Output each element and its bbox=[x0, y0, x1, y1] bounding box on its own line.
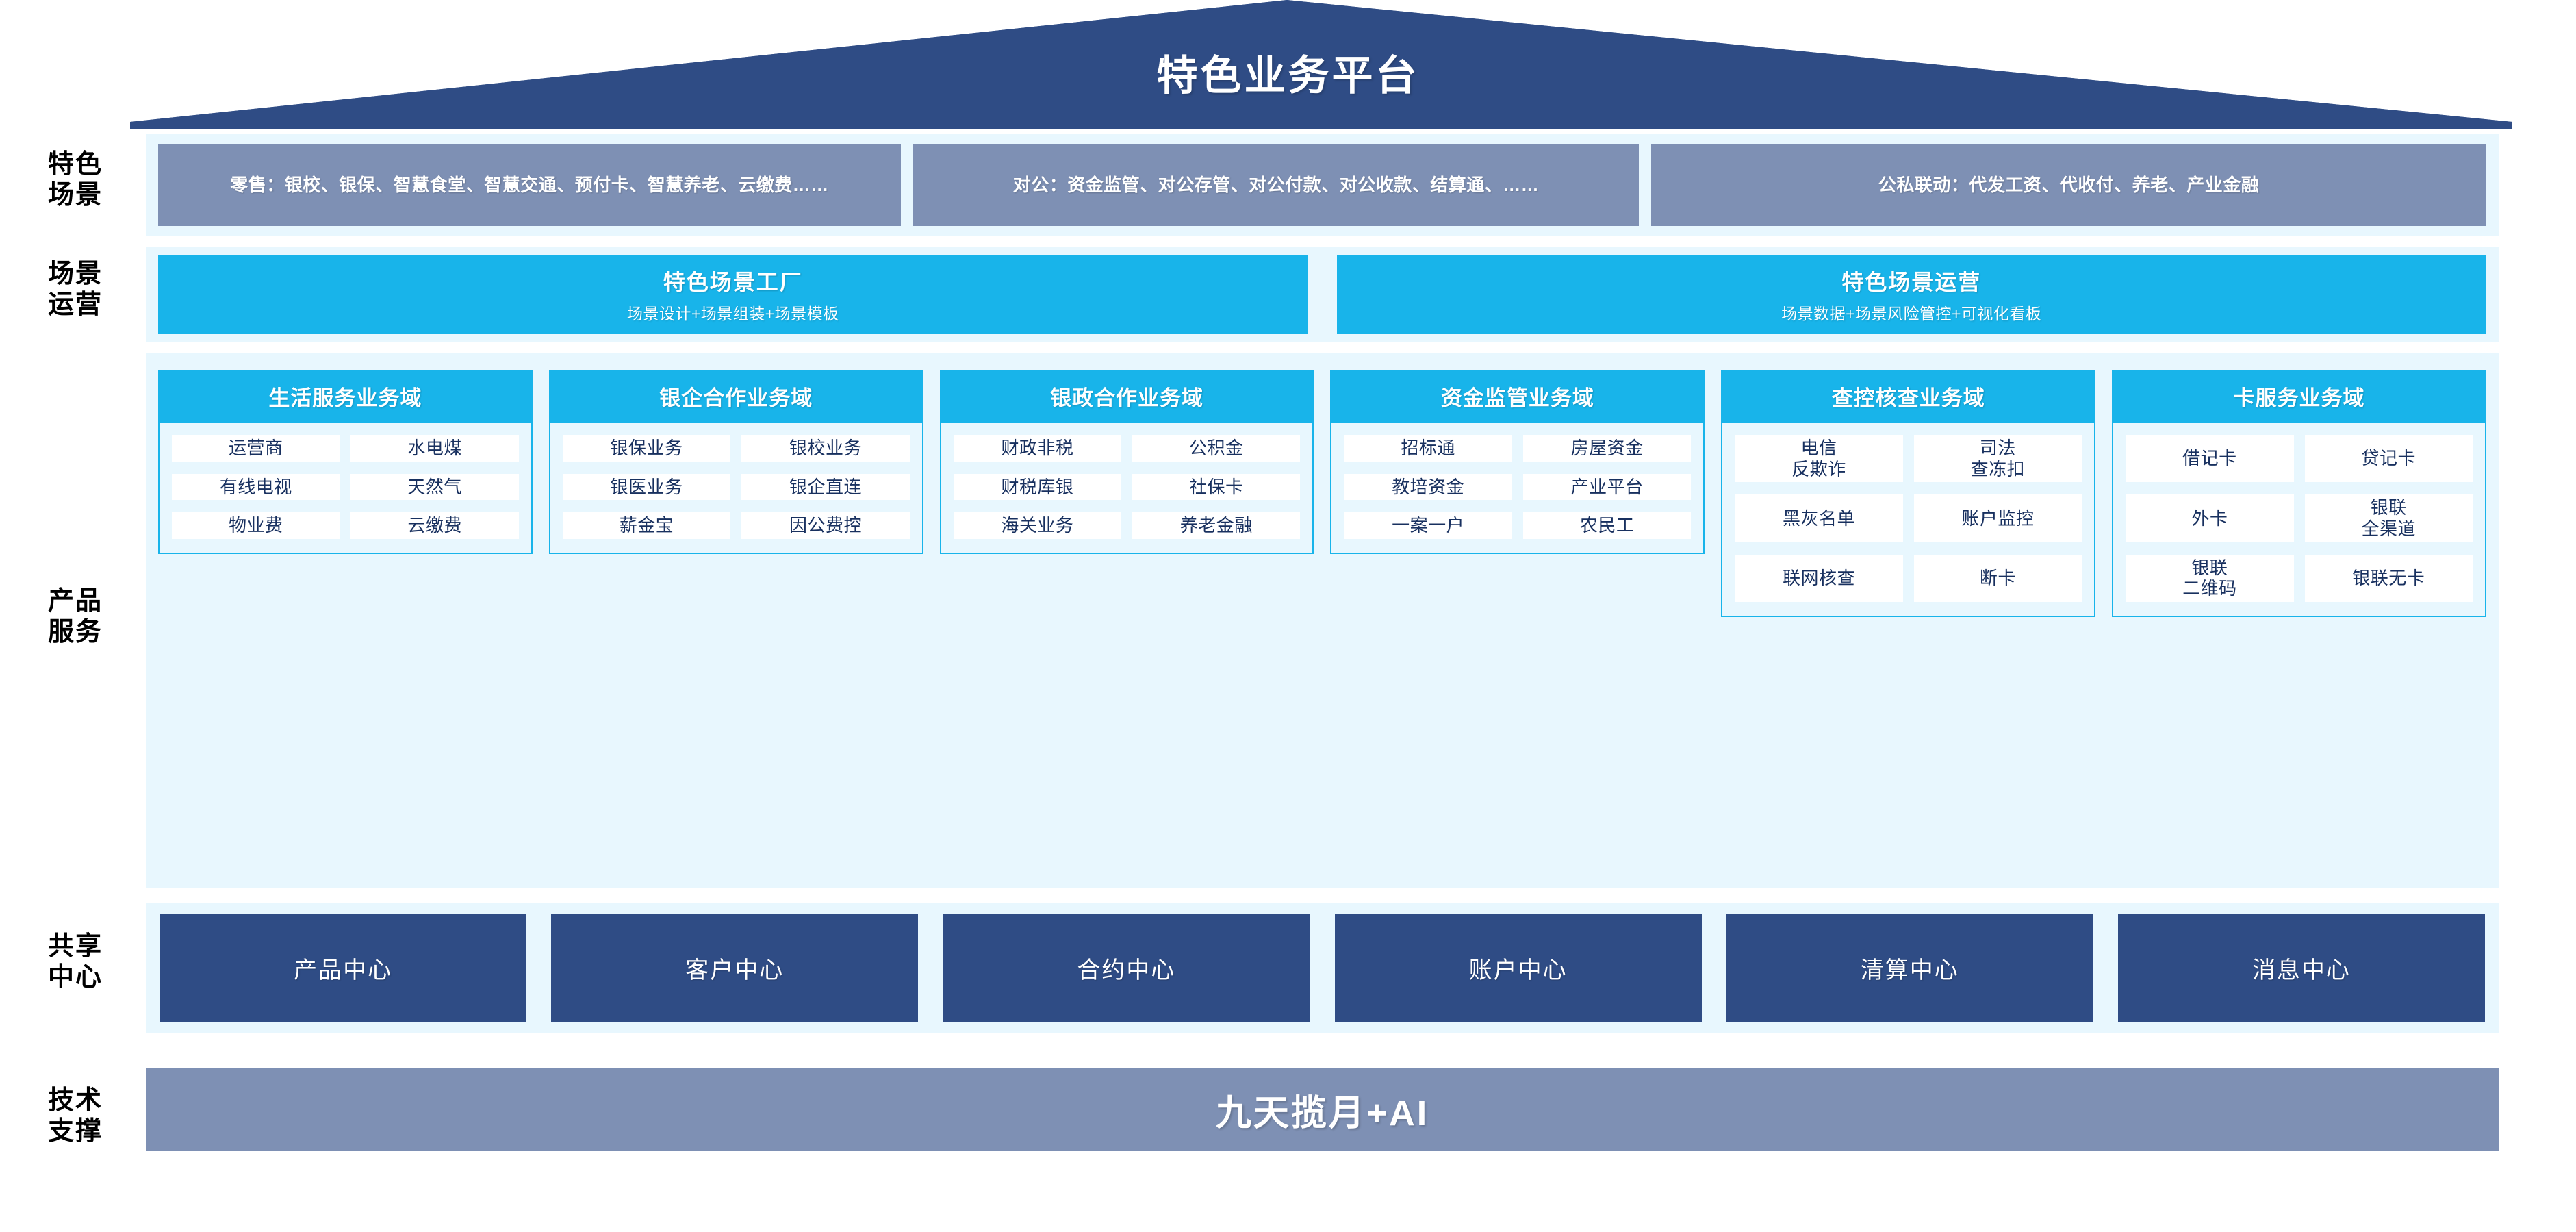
product-services-band: 生活服务业务域 运营商 水电煤 有线电视 天然气 物业费 云缴费 银企合作业务域… bbox=[146, 353, 2499, 888]
domain-cell[interactable]: 水电煤 bbox=[350, 435, 519, 462]
domain-cell[interactable]: 农民工 bbox=[1522, 512, 1692, 540]
domain-cell[interactable]: 断卡 bbox=[1913, 554, 2082, 603]
operations-card-operation-subtitle: 场景数据+场景风险管控+可视化看板 bbox=[1781, 305, 2042, 323]
domain-cell[interactable]: 银联无卡 bbox=[2304, 554, 2473, 603]
domain-cell[interactable]: 司法 查冻扣 bbox=[1913, 435, 2082, 483]
shared-center-account[interactable]: 账户中心 bbox=[1334, 914, 1702, 1022]
domain-cell[interactable]: 银联 二维码 bbox=[2126, 554, 2294, 603]
domain-title-bank-enterprise: 银企合作业务域 bbox=[550, 371, 922, 423]
domain-cell[interactable]: 银企直连 bbox=[741, 473, 910, 501]
domain-cell[interactable]: 有线电视 bbox=[172, 473, 340, 501]
domain-cell[interactable]: 外卡 bbox=[2126, 494, 2294, 542]
domain-cell[interactable]: 招标通 bbox=[1344, 435, 1512, 462]
domain-cell[interactable]: 房屋资金 bbox=[1522, 435, 1692, 462]
domain-cell[interactable]: 联网核查 bbox=[1735, 554, 1903, 603]
domain-cell[interactable]: 天然气 bbox=[350, 473, 519, 501]
domain-cell[interactable]: 一案一户 bbox=[1344, 512, 1512, 540]
domain-cell[interactable]: 养老金融 bbox=[1132, 512, 1301, 540]
domain-cell[interactable]: 海关业务 bbox=[953, 512, 1122, 540]
row-label-scene: 特色 场景 bbox=[47, 150, 103, 210]
shared-center-clearing[interactable]: 清算中心 bbox=[1726, 914, 2093, 1022]
scenario-band: 零售：银校、银保、智慧食堂、智慧交通、预付卡、智慧养老、云缴费…… 对公：资金监… bbox=[146, 134, 2499, 236]
operations-card-operation-title: 特色场景运营 bbox=[1841, 270, 1982, 294]
domain-cell[interactable]: 借记卡 bbox=[2126, 435, 2294, 483]
row-label-products: 产品 服务 bbox=[47, 587, 103, 646]
domain-title-fund-supervision: 资金监管业务域 bbox=[1331, 371, 1704, 423]
scenario-card-corporate[interactable]: 对公：资金监管、对公存管、对公付款、对公收款、结算通、…… bbox=[913, 144, 1639, 226]
domain-title-bank-government: 银政合作业务域 bbox=[941, 371, 1313, 423]
row-label-tech: 技术 支撑 bbox=[47, 1086, 103, 1146]
shared-center-product[interactable]: 产品中心 bbox=[160, 914, 527, 1022]
domain-cell[interactable]: 社保卡 bbox=[1132, 473, 1301, 501]
domain-cell[interactable]: 银校业务 bbox=[741, 435, 910, 462]
scenario-card-linkage[interactable]: 公私联动：代发工资、代收付、养老、产业金融 bbox=[1651, 144, 2486, 226]
domain-cell[interactable]: 财税库银 bbox=[953, 473, 1122, 501]
domain-cell[interactable]: 因公费控 bbox=[741, 512, 910, 540]
domain-cell[interactable]: 财政非税 bbox=[953, 435, 1122, 462]
operations-band: 特色场景工厂 场景设计+场景组装+场景模板 特色场景运营 场景数据+场景风险管控… bbox=[146, 247, 2499, 342]
domain-column-card-service[interactable]: 卡服务业务域 借记卡 贷记卡 外卡 银联 全渠道 银联 二维码 银联无卡 bbox=[2112, 370, 2486, 618]
operations-card-factory-subtitle: 场景设计+场景组装+场景模板 bbox=[626, 305, 839, 323]
domain-column-fund-supervision[interactable]: 资金监管业务域 招标通 房屋资金 教培资金 产业平台 一案一户 农民工 bbox=[1330, 370, 1705, 555]
tech-support-bar[interactable]: 九天揽月+AI bbox=[146, 1068, 2499, 1151]
page-title: 特色业务平台 bbox=[1156, 53, 1420, 99]
domain-grid-bank-enterprise: 银保业务 银校业务 银医业务 银企直连 薪金宝 因公费控 bbox=[550, 423, 922, 553]
domain-column-investigation-control[interactable]: 查控核查业务域 电信 反欺诈 司法 查冻扣 黑灰名单 账户监控 联网核查 断卡 bbox=[1721, 370, 2096, 618]
domain-cell[interactable]: 黑灰名单 bbox=[1735, 494, 1903, 542]
operations-card-factory-title: 特色场景工厂 bbox=[663, 270, 803, 294]
domain-grid-fund-supervision: 招标通 房屋资金 教培资金 产业平台 一案一户 农民工 bbox=[1331, 423, 1703, 553]
domain-cell[interactable]: 银保业务 bbox=[562, 435, 731, 462]
operations-card-operation[interactable]: 特色场景运营 场景数据+场景风险管控+可视化看板 bbox=[1336, 255, 2486, 334]
row-label-shared: 共享 中心 bbox=[47, 932, 103, 992]
domain-cell[interactable]: 产业平台 bbox=[1522, 473, 1692, 501]
domain-column-life-service[interactable]: 生活服务业务域 运营商 水电煤 有线电视 天然气 物业费 云缴费 bbox=[158, 370, 533, 555]
domain-cell[interactable]: 公积金 bbox=[1132, 435, 1301, 462]
shared-center-customer[interactable]: 客户中心 bbox=[551, 914, 919, 1022]
platform-roof: 特色业务平台 bbox=[0, 0, 2576, 130]
domain-cell[interactable]: 物业费 bbox=[172, 512, 340, 540]
scenario-card-retail[interactable]: 零售：银校、银保、智慧食堂、智慧交通、预付卡、智慧养老、云缴费…… bbox=[158, 144, 901, 226]
domain-cell[interactable]: 银联 全渠道 bbox=[2304, 494, 2473, 542]
domain-title-card-service: 卡服务业务域 bbox=[2113, 371, 2485, 423]
domain-grid-life-service: 运营商 水电煤 有线电视 天然气 物业费 云缴费 bbox=[160, 423, 531, 553]
domain-cell[interactable]: 教培资金 bbox=[1344, 473, 1512, 501]
row-label-operations: 场景 运营 bbox=[47, 260, 103, 319]
shared-centers-band: 产品中心 客户中心 合约中心 账户中心 清算中心 消息中心 bbox=[146, 903, 2499, 1033]
domain-cell[interactable]: 薪金宝 bbox=[562, 512, 731, 540]
domain-column-bank-enterprise[interactable]: 银企合作业务域 银保业务 银校业务 银医业务 银企直连 薪金宝 因公费控 bbox=[548, 370, 923, 555]
roof-shape-icon bbox=[130, 0, 2512, 129]
domain-cell[interactable]: 账户监控 bbox=[1913, 494, 2082, 542]
domain-cell[interactable]: 运营商 bbox=[172, 435, 340, 462]
domain-grid-card-service: 借记卡 贷记卡 外卡 银联 全渠道 银联 二维码 银联无卡 bbox=[2113, 423, 2485, 616]
operations-card-factory[interactable]: 特色场景工厂 场景设计+场景组装+场景模板 bbox=[158, 255, 1308, 334]
domain-grid-bank-government: 财政非税 公积金 财税库银 社保卡 海关业务 养老金融 bbox=[941, 423, 1313, 553]
domain-grid-investigation-control: 电信 反欺诈 司法 查冻扣 黑灰名单 账户监控 联网核查 断卡 bbox=[1722, 423, 2094, 616]
domain-cell[interactable]: 银医业务 bbox=[562, 473, 731, 501]
domain-title-investigation-control: 查控核查业务域 bbox=[1722, 371, 2095, 423]
domain-column-bank-government[interactable]: 银政合作业务域 财政非税 公积金 财税库银 社保卡 海关业务 养老金融 bbox=[939, 370, 1314, 555]
shared-center-contract[interactable]: 合约中心 bbox=[943, 914, 1310, 1022]
domain-cell[interactable]: 电信 反欺诈 bbox=[1735, 435, 1903, 483]
tech-support-band: 九天揽月+AI bbox=[146, 1068, 2499, 1151]
domain-cell[interactable]: 贷记卡 bbox=[2304, 435, 2473, 483]
shared-center-message[interactable]: 消息中心 bbox=[2117, 914, 2486, 1022]
domain-cell[interactable]: 云缴费 bbox=[350, 512, 519, 540]
domain-title-life-service: 生活服务业务域 bbox=[160, 371, 531, 423]
